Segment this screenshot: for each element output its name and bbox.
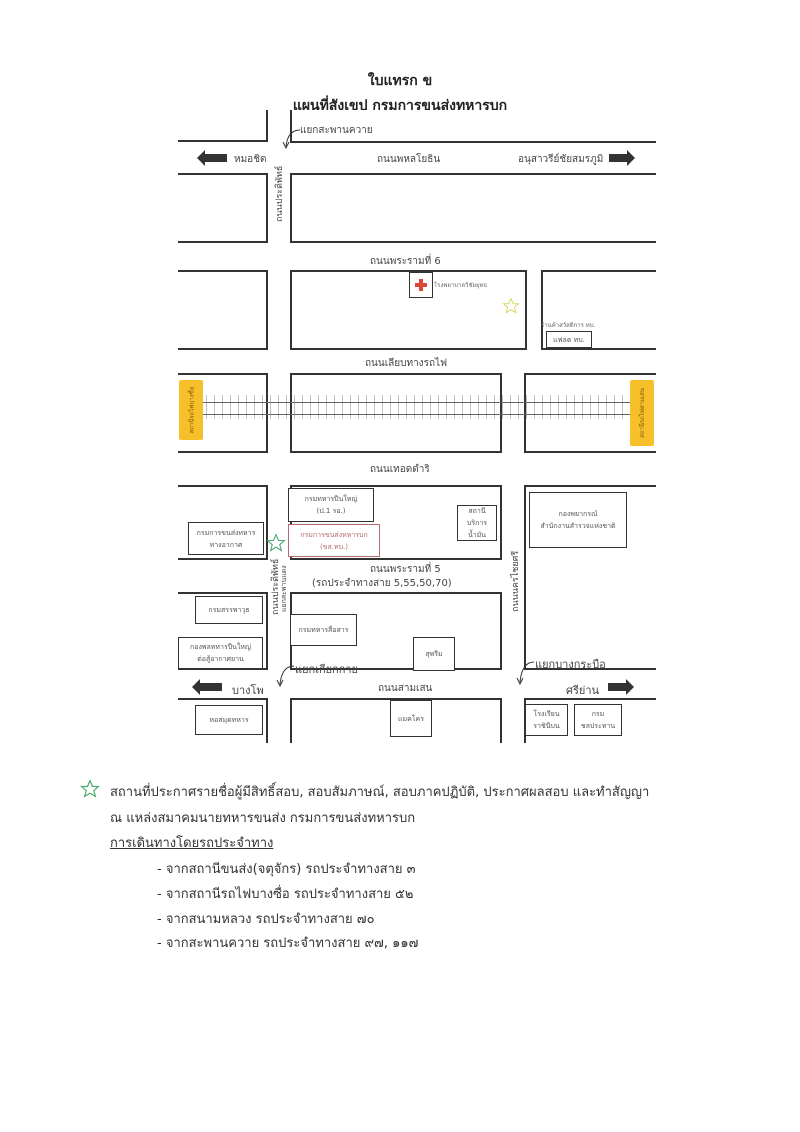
road-label-pradiphat: ถนนประดิพัทธ์ <box>275 165 285 222</box>
star-icon-green <box>266 533 286 552</box>
curved-arrow-icon <box>282 129 301 150</box>
arrow-left-icon <box>197 150 227 166</box>
supreme-box: สุพรีม <box>413 637 455 671</box>
intersection-saphan-khwai: แยกสะพานควาย <box>300 125 373 136</box>
arrow-right-icon <box>608 679 634 695</box>
station-right: สถานีรถไฟสามเสน <box>630 380 654 446</box>
road-label-phahonyothin: ถนนพหลโยธิน <box>377 154 441 165</box>
star-outline-icon <box>80 779 100 798</box>
route-item: - จากสถานีขนส่ง(จตุจักร) รถประจำทางสาย ๓ <box>157 862 416 877</box>
legend-line2: ณ แหล่งสมาคมนายทหารขนส่ง กรมการขนส่งทหาร… <box>110 811 416 826</box>
intersection-bang-krabue: แยกบางกระบือ <box>535 658 606 671</box>
legend-line1: สถานที่ประกาศรายชื่อผู้มีสิทธิ์สอบ, สอบส… <box>110 785 650 800</box>
railway-ties <box>190 395 630 419</box>
signal-department-box: กรมทหารสื่อสาร <box>290 614 357 646</box>
makro-box: แมคโคร <box>390 700 432 737</box>
military-library-box: หอสมุดทหาร <box>195 705 263 735</box>
curved-arrow-icon <box>276 665 295 688</box>
air-transport-box: กรมการขนส่งทหารทางอากาศ <box>188 522 264 555</box>
block <box>290 270 527 350</box>
block <box>178 173 268 243</box>
block <box>178 270 268 350</box>
star-icon-yellow <box>502 297 520 314</box>
station-left: สถานีรถไฟบางซื่อ <box>179 380 203 440</box>
flat-box: แฟลต ทบ. <box>546 331 592 348</box>
shop-label: ร้านค้าสวัสดิการ ทบ. <box>541 322 596 329</box>
hospital-box <box>409 272 433 298</box>
direction-si-yan: ศรีย่าน <box>566 684 600 697</box>
arrow-right-icon <box>609 150 635 166</box>
intersection-kiakkai: แยกเกียกกาย <box>295 663 359 676</box>
doc-title-line1: ใบแทรก ข <box>367 73 433 89</box>
curved-arrow-icon <box>516 661 535 686</box>
road-label-nakhon-chaisi: ถนนนครไชยศรี <box>511 550 521 612</box>
gas-station-box: สถานีบริการน้ำมัน <box>457 505 497 541</box>
irrigation-dept-box: กรมชลประทาน <box>574 704 622 736</box>
legend-heading: การเดินทางโดยรถประจำทาง <box>110 836 274 851</box>
road-label-samsen: ถนนสามเสน <box>378 683 433 694</box>
school-box: โรงเรียนราชินีบน <box>525 704 568 736</box>
block-edge <box>524 668 656 670</box>
direction-bang-pho: บางโพ <box>232 684 264 697</box>
road-label-thoet-damri: ถนนเทอดดำริ <box>370 464 430 475</box>
road-label-rama5-bus: (รถประจำทางสาย 5,55,50,70) <box>312 578 452 589</box>
direction-victory-monument: อนุสาวรีย์ชัยสมรภูมิ <box>518 154 604 165</box>
block <box>290 173 656 243</box>
route-item: - จากสถานีรถไฟบางซื่อ รถประจำทางสาย ๕๒ <box>157 887 414 902</box>
air-defense-box: กองพลทหารปืนใหญ่ต่อสู้อากาศยาน <box>178 637 263 669</box>
arrow-left-icon <box>192 679 222 695</box>
block <box>290 110 656 143</box>
road-label-rama5: ถนนพระรามที่ 5 <box>370 564 441 575</box>
hospital-label: โรงพยาบาลวิชัยยุทธ <box>434 282 488 289</box>
road-label-rama6: ถนนพระรามที่ 6 <box>370 256 441 267</box>
artillery-regiment-box: กรมทหารปืนใหญ่(ป.1 รอ.) <box>288 488 374 522</box>
route-item: - จากสะพานควาย รถประจำทางสาย ๙๗, ๑๑๗ <box>157 936 419 951</box>
ordnance-box: กรมสรรพาวุธ <box>195 596 263 624</box>
road-label-pradiphat-lower-sub: แยกสะพานแดง <box>280 565 288 612</box>
hospital-cross-icon <box>415 279 427 291</box>
road-label-rail-side: ถนนเลียบทางรถไฟ <box>365 358 448 369</box>
transport-department-box: กรมการขนส่งทหารบก(ขส.ทบ.) <box>288 524 380 557</box>
block <box>178 110 268 142</box>
direction-mo-chit: หมอชิต <box>234 154 267 165</box>
railway-track <box>190 414 630 415</box>
railway-track <box>190 402 630 403</box>
route-item: - จากสนามหลวง รถประจำทางสาย ๗๐ <box>157 912 375 927</box>
statistics-office-box: กองพยากรณ์สำนักงานสำรวจแห่งชาติ <box>529 492 627 548</box>
